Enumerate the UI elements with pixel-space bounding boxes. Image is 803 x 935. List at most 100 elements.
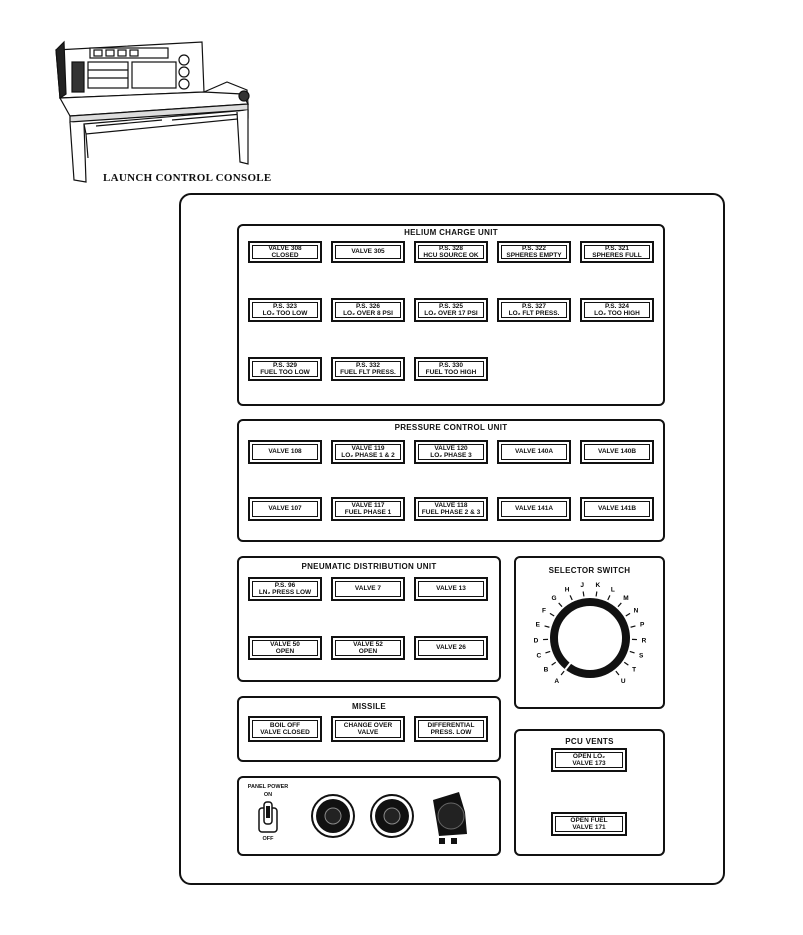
- indicator-lamp-label: P.S. 327: [521, 302, 547, 310]
- selector-tick: [629, 650, 635, 654]
- indicator-lamp-label: P.S. 323: [272, 302, 298, 310]
- indicator-lamp-label: VALVE 173: [572, 760, 606, 767]
- indicator-lamp-label: LO₂ PHASE 3: [430, 452, 472, 459]
- indicator-lamp-label: VALVE 305: [351, 248, 385, 256]
- pneumatic-distribution-unit-title: PNEUMATIC DISTRIBUTION UNIT: [301, 562, 437, 571]
- selector-tick: [560, 670, 565, 676]
- indicator-lamp-face: VALVE 140A: [501, 444, 567, 460]
- selector-tick: [607, 595, 611, 601]
- connector-plug-icon[interactable]: [433, 792, 467, 844]
- indicator-lamp: VALVE 107: [248, 497, 322, 521]
- indicator-lamp-label: P.S. 96: [274, 581, 296, 589]
- console-illustration: [55, 40, 250, 183]
- missile-unit-title: MISSILE: [351, 702, 387, 711]
- indicator-lamp-label: VALVE 13: [436, 585, 466, 593]
- indicator-lamp: VALVE 7: [331, 577, 405, 601]
- indicator-lamp-label: VALVE 120: [434, 444, 468, 452]
- panel-power-toggle-switch[interactable]: [258, 801, 278, 833]
- indicator-lamp-label: BOIL OFF: [269, 721, 301, 729]
- indicator-lamp-label: VALVE 141B: [597, 505, 637, 513]
- indicator-lamp: VALVE 13: [414, 577, 488, 601]
- selector-tick: [544, 625, 550, 628]
- indicator-lamp-label: OPEN LO₂: [572, 752, 606, 760]
- indicator-lamp-label: LO₂ TOO HIGH: [594, 310, 640, 317]
- indicator-lamp-label: P.S. 322: [521, 244, 547, 252]
- selector-position-label: F: [542, 607, 546, 614]
- selector-position-label: B: [544, 667, 549, 674]
- indicator-lamp-label: VALVE 52: [353, 640, 383, 648]
- indicator-lamp-label: VALVE 117: [351, 501, 385, 509]
- indicator-lamp-label: DIFFERENTIAL: [427, 721, 475, 729]
- indicator-lamp-label: VALVE 108: [268, 448, 302, 456]
- indicator-lamp-label: VALVE 308: [268, 244, 302, 252]
- indicator-lamp-label: LO₂ OVER 8 PSI: [343, 310, 393, 317]
- selector-tick: [630, 625, 636, 628]
- indicator-lamp-label: VALVE 118: [434, 501, 468, 509]
- missile-unit: MISSILE: [237, 696, 501, 762]
- selector-switch-title: SELECTOR SWITCH: [548, 566, 631, 575]
- indicator-lamp: VALVE 108: [248, 440, 322, 464]
- indicator-lamp-label: VALVE 26: [436, 644, 466, 652]
- indicator-lamp-label: VALVE 140A: [514, 448, 554, 456]
- indicator-knob-1[interactable]: [311, 794, 355, 838]
- indicator-lamp-face: VALVE 108: [252, 444, 318, 460]
- indicator-lamp-label: OPEN: [358, 648, 378, 655]
- indicator-lamp: VALVE 140B: [580, 440, 654, 464]
- selector-position-label: A: [554, 678, 559, 685]
- selector-position-label: L: [611, 587, 615, 594]
- pcu-vents-unit: PCU VENTS: [514, 729, 665, 856]
- selector-tick: [545, 650, 551, 654]
- selector-position-label: P: [640, 622, 645, 629]
- selector-position-label: J: [580, 582, 584, 589]
- power-on-label: ON: [263, 792, 273, 798]
- selector-knob-face: [556, 604, 624, 672]
- indicator-lamp-label: VALVE 119: [351, 444, 385, 452]
- indicator-lamp-label: LO₂ FLT PRESS.: [508, 310, 560, 317]
- selector-position-label: D: [534, 637, 539, 644]
- indicator-lamp-face: VALVE 7: [335, 581, 401, 597]
- indicator-lamp-label: VALVE 140B: [597, 448, 637, 456]
- pcu-vents-title: PCU VENTS: [565, 737, 614, 746]
- selector-tick: [595, 591, 598, 597]
- indicator-lamp-label: VALVE 50: [270, 640, 300, 648]
- indicator-lamp-label: P.S. 332: [355, 361, 381, 369]
- selector-position-label: E: [536, 622, 541, 629]
- indicator-knob-2[interactable]: [370, 794, 414, 838]
- selector-tick: [582, 591, 585, 597]
- selector-tick: [623, 661, 629, 666]
- indicator-lamp-label: P.S. 325: [438, 302, 464, 310]
- pressure-control-unit: PRESSURE CONTROL UNIT: [237, 419, 665, 542]
- indicator-lamp-label: VALVE CLOSED: [260, 729, 310, 736]
- indicator-lamp-label: P.S. 328: [438, 244, 464, 252]
- pressure-control-unit-title: PRESSURE CONTROL UNIT: [394, 423, 508, 432]
- indicator-lamp: VALVE 26: [414, 636, 488, 660]
- indicator-lamp-label: P.S. 330: [438, 361, 464, 369]
- indicator-lamp-label: VALVE: [357, 729, 379, 736]
